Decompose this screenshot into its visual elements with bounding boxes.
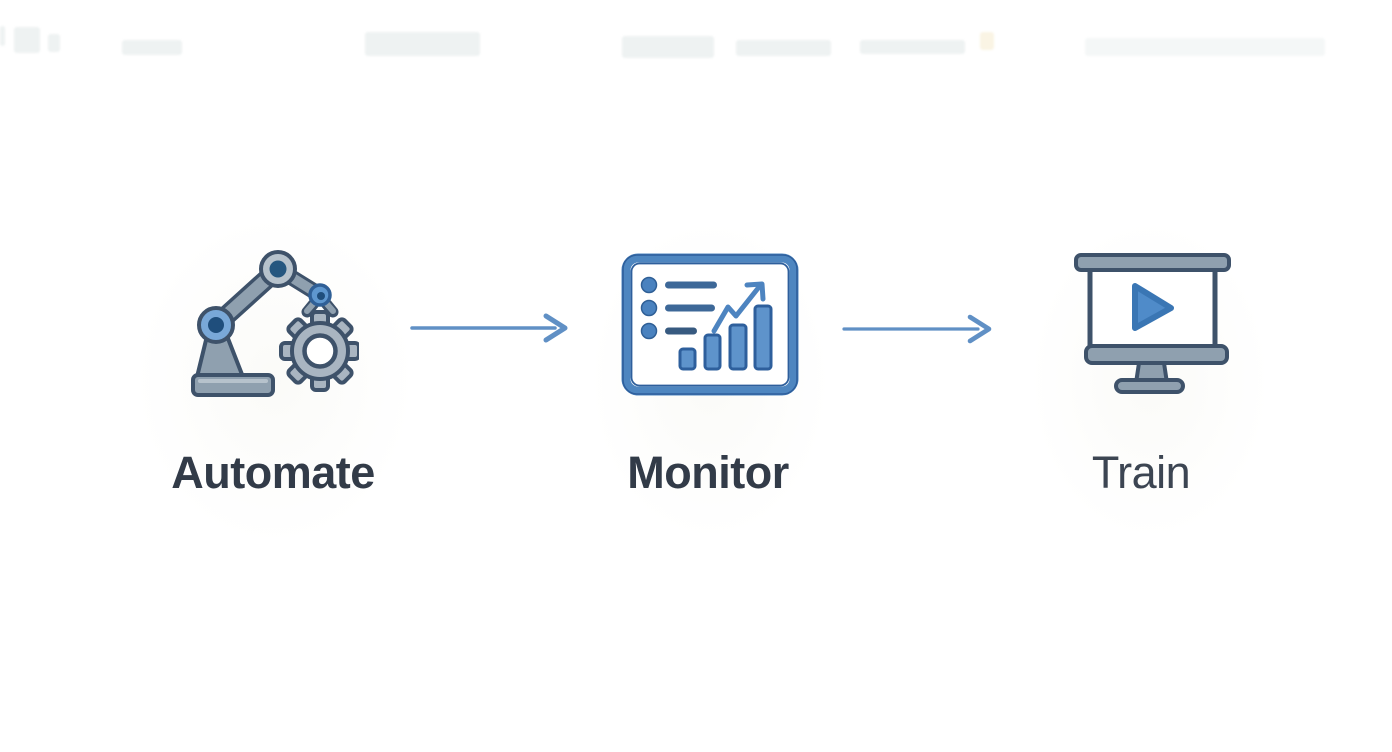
ghost-mark xyxy=(1085,38,1325,56)
ghost-mark xyxy=(860,40,965,54)
ghost-mark xyxy=(0,26,5,46)
arrow-right-icon xyxy=(410,313,568,343)
ghost-mark xyxy=(14,27,40,53)
presentation-play-icon xyxy=(1074,253,1231,394)
ghost-mark xyxy=(622,36,714,58)
ghost-mark xyxy=(122,40,182,55)
ghost-mark xyxy=(365,32,480,56)
ghost-mark xyxy=(980,32,994,50)
step-label-train: Train xyxy=(1091,447,1191,498)
gear-icon xyxy=(279,310,359,392)
robot-arm-gear-icon xyxy=(191,250,359,397)
step-label-automate: Automate xyxy=(171,447,375,498)
ghost-mark xyxy=(736,40,831,56)
dashboard-chart-icon xyxy=(621,253,799,396)
arrow-right-icon xyxy=(842,314,992,344)
step-label-monitor: Monitor xyxy=(627,447,789,498)
ghost-mark xyxy=(48,34,60,52)
play-icon xyxy=(1132,283,1174,331)
